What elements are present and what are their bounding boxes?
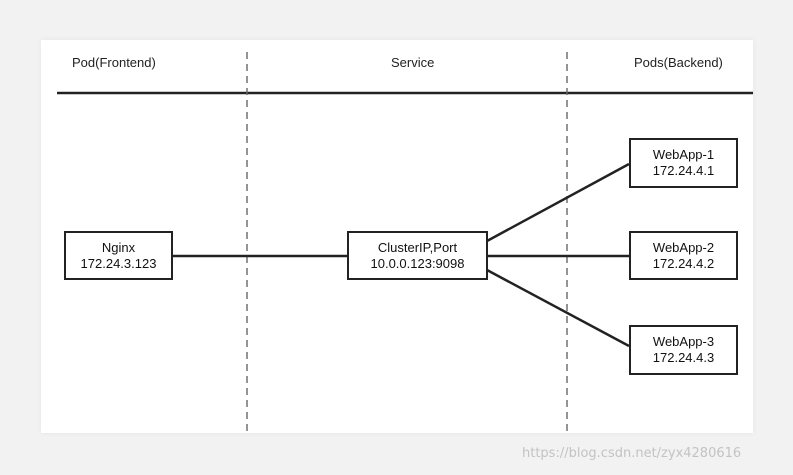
node-webapp-3-name: WebApp-3 <box>652 334 715 349</box>
node-webapp-2-name: WebApp-2 <box>652 239 715 255</box>
header-backend: Pods(Backend) <box>634 55 723 70</box>
header-service: Service <box>391 55 435 70</box>
node-webapp-2: WebApp-2 172.24.4.2 <box>629 231 738 280</box>
node-cluster-ip: ClusterIP,Port 10.0.0.123:9098 <box>347 231 488 280</box>
header-frontend: Pod(Frontend) <box>72 55 156 70</box>
watermark-text: https://blog.csdn.net/zyx4280616 <box>522 446 742 461</box>
node-nginx: Nginx 172.24.3.123 <box>64 231 173 280</box>
node-webapp-3: WebApp-3 172.24.4.3 <box>629 325 738 375</box>
node-webapp-1: WebApp-1 172.24.4.1 <box>629 138 738 188</box>
node-webapp-3-addr: 172.24.4.3 <box>652 350 715 365</box>
node-nginx-addr: 172.24.3.123 <box>80 255 157 271</box>
node-webapp-2-addr: 172.24.4.2 <box>652 255 715 271</box>
node-cluster-addr: 10.0.0.123:9098 <box>370 255 465 271</box>
node-cluster-name: ClusterIP,Port <box>377 239 458 255</box>
node-webapp-1-name: WebApp-1 <box>652 147 715 162</box>
node-nginx-name: Nginx <box>101 239 136 255</box>
node-webapp-1-addr: 172.24.4.1 <box>652 163 715 178</box>
